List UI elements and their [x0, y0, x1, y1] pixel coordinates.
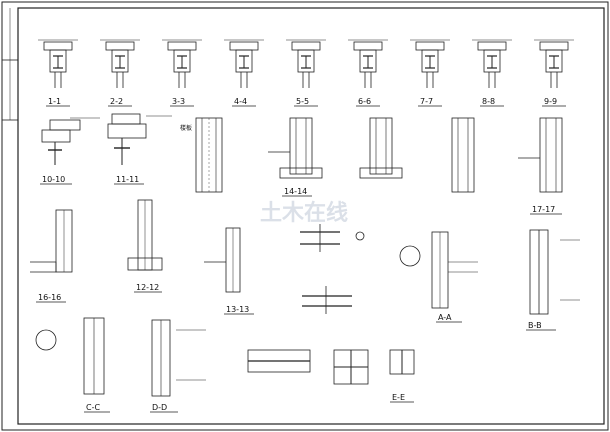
wall-detail-3: [451, 117, 475, 193]
detail-16-16: 16-16: [30, 209, 73, 303]
detail-label-D-D: D-D: [152, 403, 167, 412]
section-9-9: 9-9: [534, 39, 574, 107]
detail-label-13-13: 13-13: [226, 305, 249, 314]
detail-label-E-E: E-E: [392, 393, 405, 402]
section-5-5: 5-5: [286, 39, 326, 107]
detail-label-12-12: 12-12: [136, 283, 159, 292]
svg-text:楼板: 楼板: [180, 124, 192, 132]
detail-label-16-16: 16-16: [38, 293, 61, 302]
section-2-2: 2-2: [100, 39, 140, 107]
section-1-1: 1-1: [38, 39, 78, 107]
detail-B-B: B-B: [526, 229, 580, 331]
section-6-6: 6-6: [348, 39, 388, 107]
detail-label-14-14: 14-14: [284, 187, 307, 196]
section-label-3-3: 3-3: [172, 97, 185, 106]
detail-label-C-C: C-C: [86, 403, 100, 412]
joint-detail-center: [300, 224, 365, 314]
section-3-3: 3-3: [162, 39, 202, 107]
watermark: 土木在线: [260, 200, 348, 226]
section-10-10: 10-10: [40, 117, 100, 185]
top-section-row: 1-1 2-2 3-3 4-4 5-5 6-6 7-7 8-8 9-9: [38, 39, 574, 107]
wall-detail-1: 楼板: [180, 117, 223, 193]
section-label-1-1: 1-1: [48, 97, 61, 106]
detail-A-A: A-A: [399, 231, 478, 323]
detail-label-B-B: B-B: [528, 321, 542, 330]
wall-detail-2: [359, 117, 403, 179]
detail-14-14: 14-14: [268, 117, 323, 197]
section-label-4-4: 4-4: [234, 97, 247, 106]
section-label-2-2: 2-2: [110, 97, 123, 106]
inner-border: [17, 7, 605, 425]
detail-E-E: E-E: [389, 349, 415, 403]
detail-bottom-1: [247, 349, 311, 373]
detail-C-C: C-C: [35, 317, 110, 413]
section-11-11: 11-11: [107, 113, 172, 185]
section-label-5-5: 5-5: [296, 97, 309, 106]
section-label-9-9: 9-9: [544, 97, 557, 106]
detail-bottom-2: [333, 349, 369, 385]
detail-13-13: 13-13: [204, 227, 254, 315]
section-label-6-6: 6-6: [358, 97, 371, 106]
detail-17-17: 17-17: [518, 117, 563, 215]
section-label-8-8: 8-8: [482, 97, 495, 106]
detail-12-12: 12-12: [127, 199, 163, 293]
detail-label-17-17: 17-17: [532, 205, 555, 214]
section-label-11-11: 11-11: [116, 175, 139, 184]
section-4-4: 4-4: [224, 39, 264, 107]
section-8-8: 8-8: [472, 39, 512, 107]
section-label-7-7: 7-7: [420, 97, 433, 106]
detail-D-D: D-D: [150, 319, 206, 413]
detail-label-A-A: A-A: [438, 313, 452, 322]
section-label-10-10: 10-10: [42, 175, 65, 184]
section-7-7: 7-7: [410, 39, 450, 107]
